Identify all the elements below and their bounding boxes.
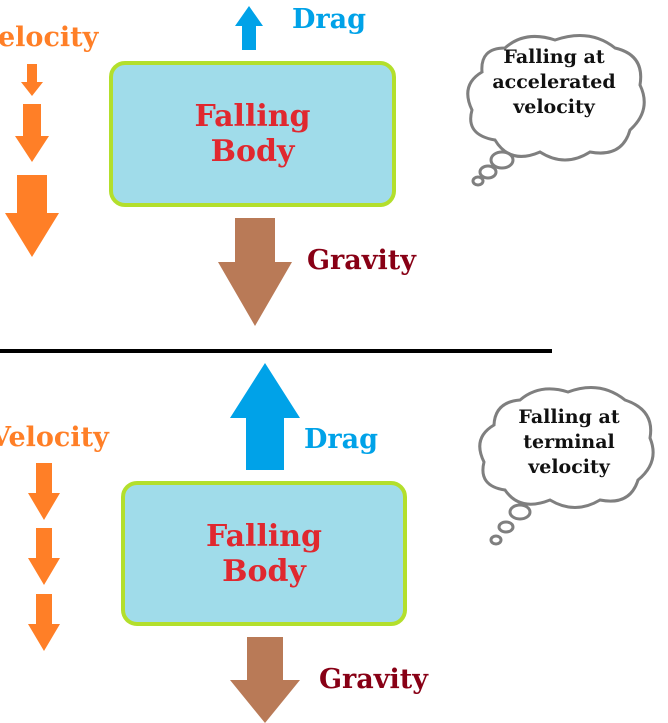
gravity-arrow-icon xyxy=(218,218,292,326)
thought-line-1: Falling at xyxy=(503,46,605,68)
gravity-label-bottom: Gravity xyxy=(319,664,428,695)
velocity-label-bottom: Velocity xyxy=(0,422,109,453)
thought-line-1: Falling at xyxy=(518,406,620,428)
falling-body-box-top: Falling Body xyxy=(109,61,396,207)
velocity-arrow-medium-icon xyxy=(15,104,49,162)
gravity-arrow-bottom-icon xyxy=(230,637,300,723)
thought-line-2: terminal xyxy=(523,431,615,453)
falling-body-label-line2: Body xyxy=(210,134,295,169)
velocity-arrow-1-icon xyxy=(28,463,60,520)
drag-arrow-small-icon xyxy=(235,6,263,50)
thought-cloud-top-icon xyxy=(466,34,646,187)
falling-body-box-bottom: Falling Body xyxy=(121,481,407,626)
drag-arrow-large-icon xyxy=(230,363,300,470)
thought-cloud-bottom-icon xyxy=(478,386,655,546)
velocity-arrow-3-icon xyxy=(28,594,60,651)
drag-label-top: Drag xyxy=(292,4,367,35)
thought-line-3: velocity xyxy=(513,96,595,118)
velocity-arrow-large-icon xyxy=(5,175,59,257)
velocity-label-top: elocity xyxy=(0,22,99,53)
thought-line-2: accelerated xyxy=(492,71,616,93)
gravity-label-top: Gravity xyxy=(307,245,416,276)
velocity-arrow-small-icon xyxy=(21,64,43,96)
falling-body-label-line2: Body xyxy=(222,553,306,589)
drag-label-bottom: Drag xyxy=(304,424,379,455)
thought-line-3: velocity xyxy=(528,456,610,478)
thought-text-bottom: Falling at terminal velocity xyxy=(494,405,644,480)
falling-body-label-line1: Falling xyxy=(194,99,311,134)
falling-body-label-line1: Falling xyxy=(205,518,323,554)
thought-text-top: Falling at accelerated velocity xyxy=(478,45,630,120)
velocity-arrow-2-icon xyxy=(28,528,60,585)
